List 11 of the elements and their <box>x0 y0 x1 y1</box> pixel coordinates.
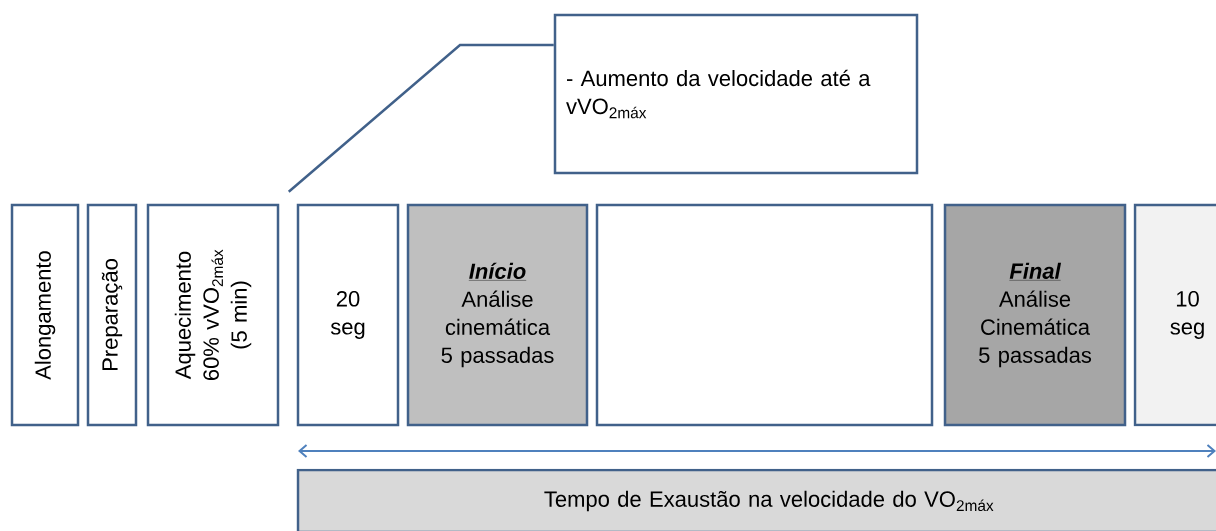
stage-box: Preparação <box>86 203 138 427</box>
leader-line <box>287 43 554 193</box>
callout-box: - Aumento da velocidade até a vVO$_{2máx}$ <box>553 13 919 175</box>
analysis-box: Final Análise Cinemática 5 passadas <box>943 203 1127 427</box>
stage-box: Alongamento <box>10 203 80 427</box>
stage-box: 10 seg <box>1133 203 1216 427</box>
analysis-box: Início Análise cinemática 5 passadas <box>406 203 589 427</box>
stage-box: Aquecimento 60% vVO$_{2máx}$ (5 min) <box>146 203 280 427</box>
stage-box: 20 seg <box>296 203 400 427</box>
time-band: Tempo de Exaustão na velocidade do VO$_{2máx}$ <box>296 468 1216 531</box>
stage-box <box>595 203 934 427</box>
